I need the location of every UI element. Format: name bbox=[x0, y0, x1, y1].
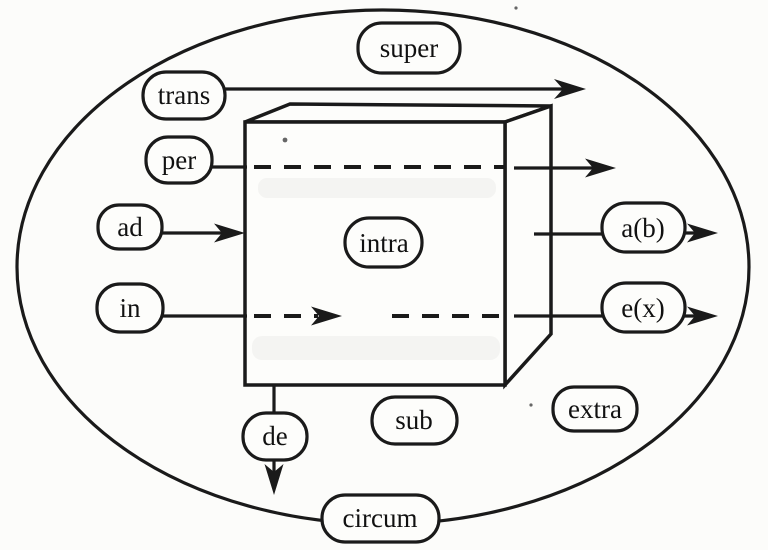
circum-label: circum bbox=[343, 503, 418, 533]
paper-speck bbox=[282, 137, 288, 143]
in-arrowhead-icon bbox=[311, 306, 342, 326]
trans-arrowhead-icon bbox=[554, 79, 586, 99]
de-arrowhead-icon bbox=[264, 464, 284, 495]
in-pill bbox=[95, 282, 165, 334]
de-label: de bbox=[262, 421, 288, 451]
in-label: in bbox=[119, 293, 141, 323]
de-pill bbox=[241, 411, 309, 462]
circum-pill bbox=[320, 493, 441, 544]
intra-pill bbox=[343, 216, 424, 269]
cube-texture-band bbox=[258, 178, 496, 198]
intra-label: intra bbox=[359, 228, 408, 258]
ab-pill bbox=[600, 201, 687, 254]
paper-speck bbox=[514, 6, 518, 10]
cube-top-face bbox=[244, 102, 552, 124]
label-de: de bbox=[241, 411, 309, 462]
ex-label: e(x) bbox=[621, 293, 664, 323]
label-circum: circum bbox=[320, 493, 441, 544]
label-per: per bbox=[144, 135, 214, 185]
per-label: per bbox=[162, 145, 196, 175]
trans-pill bbox=[141, 70, 227, 121]
ad-label: ad bbox=[117, 212, 143, 242]
trans-label: trans bbox=[158, 80, 210, 110]
label-extra: extra bbox=[551, 385, 639, 433]
label-ab: a(b) bbox=[600, 201, 687, 254]
sub-label: sub bbox=[395, 405, 433, 435]
paper-speck bbox=[529, 403, 533, 407]
extra-label: extra bbox=[568, 394, 622, 424]
label-in: in bbox=[95, 282, 165, 334]
per-arrowhead-icon bbox=[585, 158, 616, 178]
ad-pill bbox=[96, 203, 164, 251]
ex-arrowhead-icon bbox=[687, 306, 718, 326]
label-trans: trans bbox=[141, 70, 227, 121]
ab-arrowhead-icon bbox=[687, 223, 718, 243]
ab-label: a(b) bbox=[621, 213, 664, 243]
extra-pill bbox=[551, 385, 639, 433]
label-ex: e(x) bbox=[600, 281, 687, 334]
ex-pill bbox=[600, 281, 687, 334]
label-ad: ad bbox=[96, 203, 164, 251]
label-sub: sub bbox=[370, 395, 459, 446]
per-pill bbox=[144, 135, 214, 185]
super-label: super bbox=[380, 33, 438, 63]
ad-arrowhead-icon bbox=[214, 223, 245, 243]
label-super: super bbox=[356, 21, 462, 75]
cube-right-face bbox=[503, 103, 553, 390]
super-pill bbox=[356, 21, 462, 75]
sub-pill bbox=[370, 395, 459, 446]
cube-texture-band bbox=[252, 336, 500, 360]
label-intra: intra bbox=[343, 216, 424, 269]
